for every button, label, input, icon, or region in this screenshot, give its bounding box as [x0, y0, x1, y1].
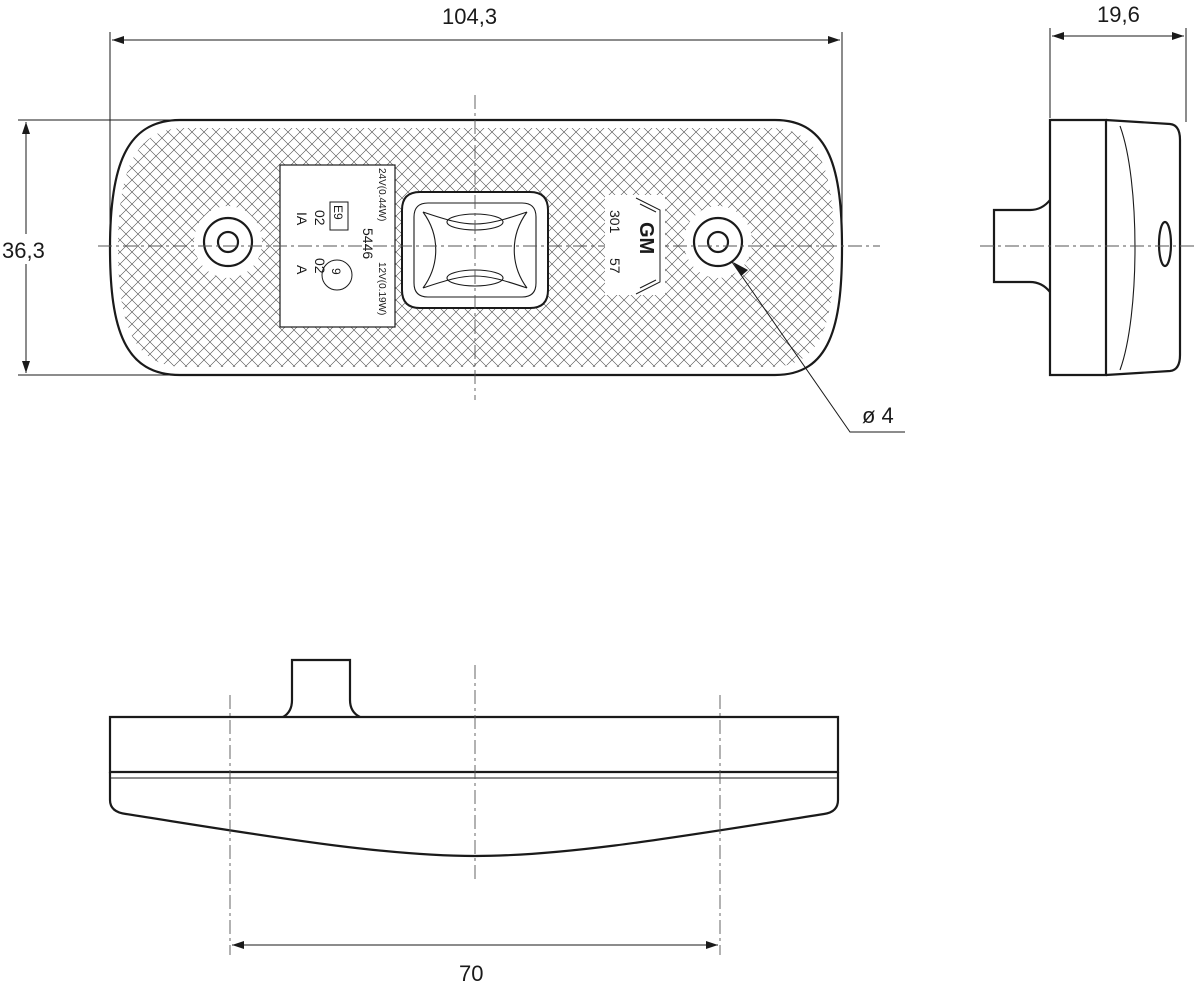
depth-label: 19,6	[1097, 2, 1140, 27]
length-dimension: 104,3	[109, 4, 843, 232]
side-view-body	[1048, 118, 1108, 377]
marking-voltage-24v: 24V(0.44W)	[376, 168, 387, 221]
brand-logo: GM	[635, 197, 661, 295]
marking-02-b: 02	[312, 210, 328, 226]
marking-voltage-12v: 12V(0.19W)	[376, 262, 387, 315]
front-view: A IA 02 02 E9 9 5446 24V(0.44W) 12V(0.19…	[98, 95, 905, 433]
right-mount-hole-inner	[706, 230, 730, 254]
hole-spacing-dimension: 70	[232, 941, 718, 986]
marking-02-a: 02	[312, 258, 328, 274]
bottom-view-stud	[282, 658, 361, 718]
marking-5446: 5446	[360, 228, 376, 259]
marking-57: 57	[607, 258, 623, 274]
side-view	[980, 118, 1196, 377]
diameter-leader-arrow	[733, 262, 748, 276]
marking-A: A	[294, 265, 310, 275]
front-view-body	[108, 118, 844, 377]
e9-circle	[321, 259, 353, 291]
bottom-view	[108, 658, 840, 955]
marking-301: 301	[607, 210, 623, 234]
side-view-slot	[1157, 220, 1173, 268]
e9-box	[329, 201, 349, 231]
marking-9-circle: 9	[329, 268, 343, 275]
bottom-view-body	[108, 715, 840, 774]
depth-dimension: 19,6	[1049, 2, 1187, 122]
diameter-label: ø 4	[862, 403, 894, 428]
lens-window-inner	[413, 202, 537, 298]
left-mount-hole-inner	[216, 230, 240, 254]
side-view-lens	[1105, 118, 1182, 377]
diameter-leader	[731, 261, 905, 433]
side-view-lens-curve	[1119, 125, 1136, 371]
length-label: 104,3	[442, 4, 497, 29]
bottom-view-lens	[108, 772, 840, 858]
marking-IA: IA	[294, 212, 310, 226]
hole-spacing-label: 70	[459, 961, 483, 986]
left-mount-hole-outer	[202, 216, 254, 268]
height-dimension: 36,3	[0, 119, 180, 376]
right-mount-hole-outer	[692, 216, 744, 268]
brand-lettering: GM	[635, 222, 657, 254]
height-label: 36,3	[2, 238, 45, 263]
marking-E9-box: E9	[331, 205, 345, 220]
